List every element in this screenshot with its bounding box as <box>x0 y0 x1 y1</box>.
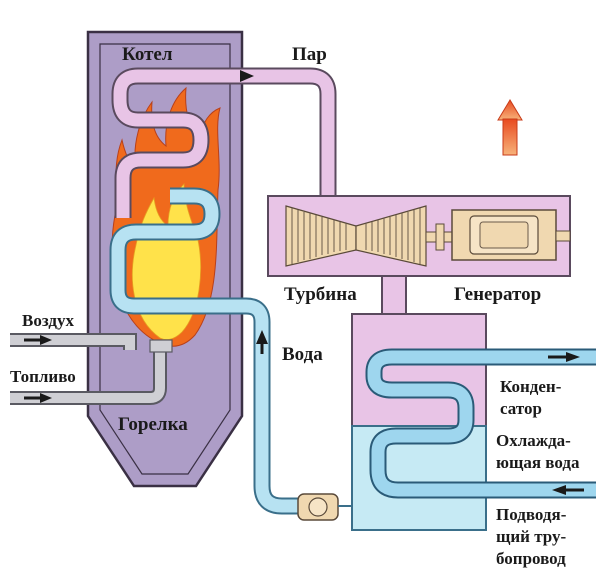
fuel-arrow-stem <box>24 396 42 400</box>
label-supply-1: Подводя- <box>496 505 567 524</box>
pump <box>297 493 339 521</box>
label-cooling-1: Охлажда- <box>496 431 571 450</box>
label-boiler: Котел <box>122 44 173 65</box>
water-up-arrow-stem <box>260 342 264 354</box>
cooling-out-arrow-stem <box>548 355 568 359</box>
label-burner: Горелка <box>118 414 188 435</box>
label-condenser-1: Конден- <box>500 377 562 396</box>
label-air: Воздух <box>22 311 74 330</box>
label-cooling-2: ющая вода <box>496 453 580 472</box>
label-supply-3: бопровод <box>496 549 566 568</box>
label-steam: Пар <box>292 44 327 65</box>
label-water: Вода <box>282 344 323 365</box>
shaft-coupling <box>435 223 445 251</box>
generator <box>451 209 571 261</box>
label-turbine: Турбина <box>284 284 357 305</box>
cooling-in-arrow <box>552 485 566 495</box>
fuel-inlet <box>10 348 167 405</box>
air-arrow <box>40 335 52 345</box>
label-generator: Генератор <box>454 284 541 305</box>
label-condenser-2: сатор <box>500 399 542 418</box>
turbine-rotor <box>285 205 427 267</box>
power-output-arrow <box>497 99 523 156</box>
cooling-in-arrow-stem <box>564 488 584 492</box>
cooling-coil <box>365 348 596 499</box>
label-supply-2: щий тру- <box>496 527 566 546</box>
air-arrow-stem <box>24 338 42 342</box>
exhaust-duct <box>381 275 407 317</box>
burner-nozzle <box>149 339 173 353</box>
fuel-arrow <box>40 393 52 403</box>
boiler-inner-wall <box>99 43 231 475</box>
cooling-out-arrow <box>566 352 580 362</box>
steam-pipe <box>111 67 337 218</box>
water-up-arrow <box>256 330 268 344</box>
label-fuel: Топливо <box>10 367 76 386</box>
water-pipe <box>109 187 339 515</box>
steam-arrow <box>240 70 254 82</box>
